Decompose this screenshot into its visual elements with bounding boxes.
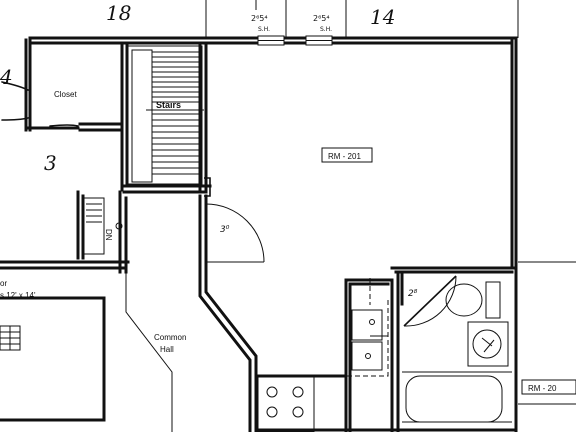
door-size-main: 3⁰ xyxy=(220,225,230,235)
stair-treads-upper xyxy=(152,51,202,103)
room-tag-main: RM - 201 xyxy=(321,147,373,163)
windows xyxy=(257,35,333,46)
dim-window-left: 2⁶5⁴ xyxy=(251,14,268,23)
kitchen xyxy=(254,278,394,432)
stair-treads-lower xyxy=(152,113,202,175)
top-dimension-line xyxy=(205,0,519,38)
handwritten-arrows xyxy=(1,81,79,127)
label-stairs: Stairs xyxy=(156,100,181,110)
closet xyxy=(24,38,129,192)
handwritten-14: 14 xyxy=(370,5,395,29)
toilet-tank xyxy=(485,281,501,319)
sink-basin-right xyxy=(351,341,383,371)
handwritten-3: 3 xyxy=(44,151,57,175)
vanity xyxy=(467,321,509,367)
room-tag-right: RM - 20 xyxy=(521,379,576,395)
common-hall-walls xyxy=(125,194,258,432)
range-stove xyxy=(257,375,315,432)
entry-door xyxy=(205,203,265,263)
label-left-cut: or xyxy=(0,279,7,288)
label-room-right: RM - 20 xyxy=(528,384,557,393)
label-left-size: s 12' x 14' xyxy=(0,291,36,300)
adjacent-room-right xyxy=(518,261,576,405)
dim-window-right-sub: S.H. xyxy=(320,26,332,33)
bathroom xyxy=(390,266,518,432)
bathtub xyxy=(405,375,503,423)
handwritten-4: 4 xyxy=(0,65,13,89)
label-closet: Closet xyxy=(54,90,77,99)
stairs xyxy=(120,45,212,197)
dim-window-left-sub: S.H. xyxy=(258,26,270,33)
door-size-bath: 2⁸ xyxy=(408,289,418,299)
stairwell-down xyxy=(0,190,130,274)
label-common: Common xyxy=(154,333,186,342)
adjacent-room-left xyxy=(0,296,106,422)
label-dn: DN xyxy=(104,229,113,241)
label-hall: Hall xyxy=(160,345,174,354)
sink-basin-left xyxy=(351,309,383,341)
label-room-main: RM - 201 xyxy=(328,152,361,161)
dim-window-right: 2⁶5⁴ xyxy=(313,14,330,23)
handwritten-18: 18 xyxy=(106,1,131,25)
